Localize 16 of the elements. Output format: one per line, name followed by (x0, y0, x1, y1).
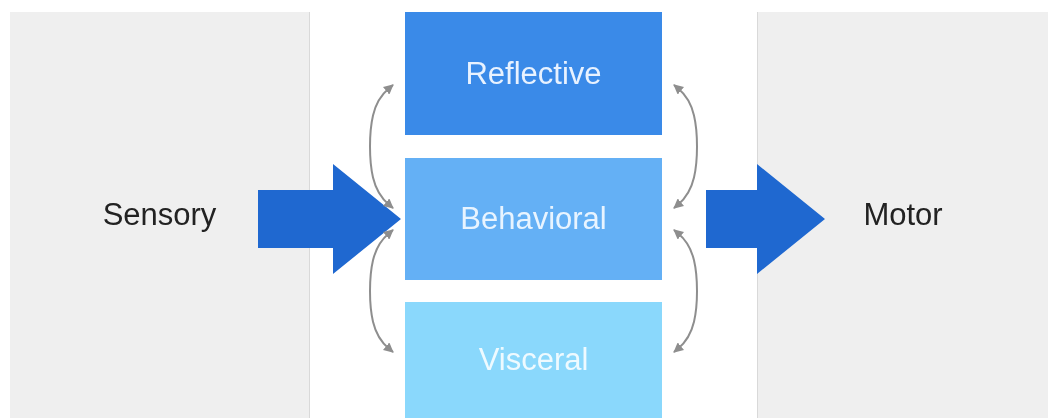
block-arrow (706, 164, 825, 274)
label-text: Reflective (465, 55, 602, 92)
double-arrow (369, 84, 394, 209)
layer-box (405, 302, 662, 418)
panel (10, 12, 310, 418)
panel (757, 12, 1048, 418)
label-text: Sensory (102, 197, 217, 233)
label-text: Behavioral (460, 201, 607, 237)
block-arrow (258, 164, 401, 274)
double-arrow (673, 229, 698, 353)
double-arrow (369, 229, 394, 353)
layer-box (405, 12, 662, 135)
label-text: Motor (863, 197, 943, 233)
double-arrow (673, 84, 698, 209)
label-text: Visceral (478, 342, 589, 378)
layer-box (405, 158, 662, 280)
